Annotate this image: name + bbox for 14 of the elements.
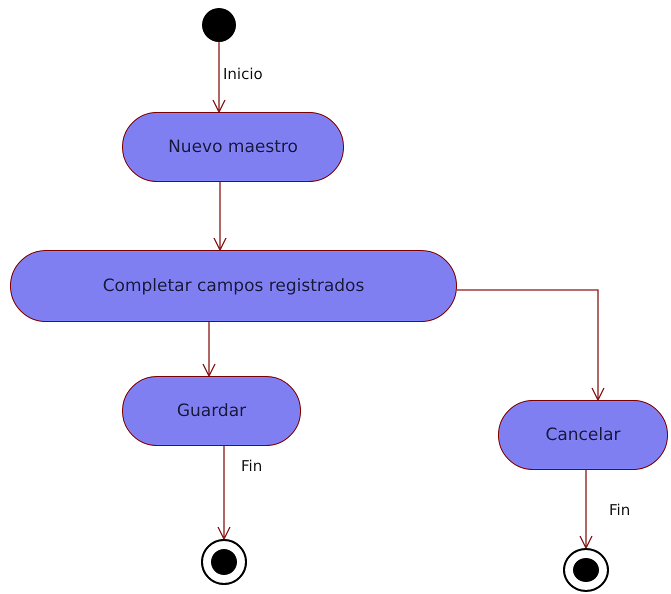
arrow	[202, 322, 216, 377]
action-label: Guardar	[176, 401, 248, 421]
end-node	[201, 539, 247, 585]
edge-label: Inicio	[222, 66, 264, 82]
end-node	[563, 548, 609, 592]
arrow	[212, 42, 226, 113]
arrow	[579, 470, 593, 549]
action-label: Completar campos registrados	[102, 276, 366, 296]
arrow	[457, 289, 605, 401]
action-label: Nuevo maestro	[167, 137, 299, 157]
arrow	[217, 446, 231, 540]
action-label: Cancelar	[544, 425, 622, 445]
start-node	[202, 8, 236, 42]
arrow	[213, 182, 227, 251]
